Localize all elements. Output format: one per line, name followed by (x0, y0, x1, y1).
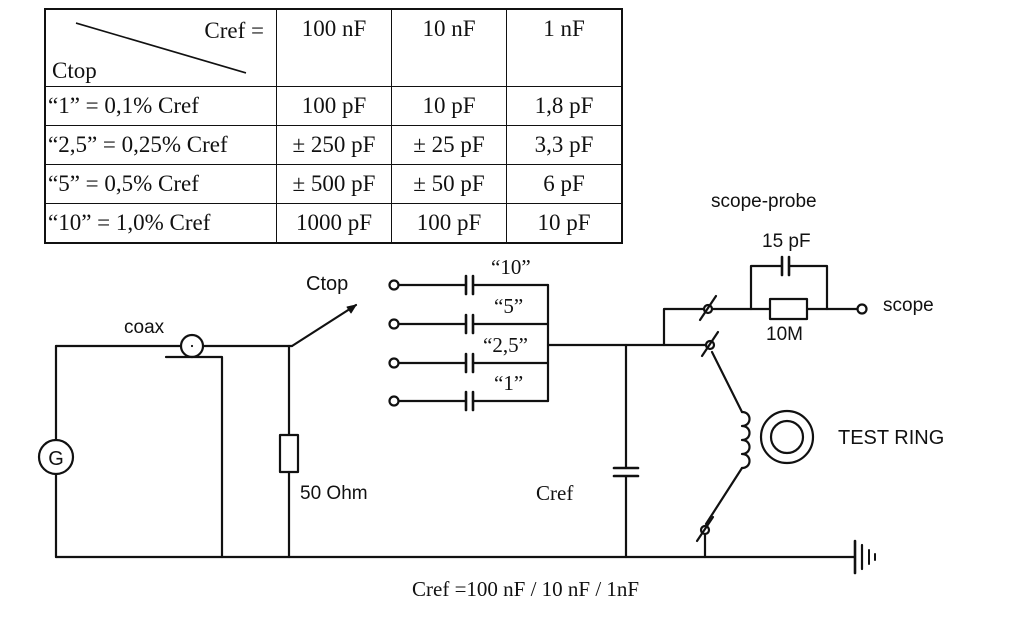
test-coil (704, 350, 751, 526)
termination-resistor: 50 Ohm (278, 344, 368, 559)
capacitor-bank: “10” “5” “2,5” “1” (388, 255, 550, 412)
probe-resistor-icon (768, 297, 809, 321)
test-ring: TEST RING (759, 409, 944, 465)
terminal-icon (388, 279, 400, 291)
table-cell: 1000 pF (276, 203, 392, 244)
cref-capacitor: Cref (536, 343, 640, 559)
table-row: “2,5” = 0,25% Cref ± 250 pF ± 25 pF 3,3 … (44, 125, 623, 165)
probe-cap-label: 15 pF (762, 231, 811, 252)
probe-res-label: 10M (766, 324, 803, 345)
footer-caption: Cref =100 nF / 10 nF / 1nF (412, 577, 639, 601)
table-cell: 6 pF (506, 164, 623, 204)
scope-probe: scope-probe 15 pF 10M scope (662, 191, 934, 347)
header-ctop-label: Ctop (52, 58, 97, 83)
test-ring-label: TEST RING (838, 427, 944, 449)
probe-wire (662, 307, 712, 347)
header-cref-label: Cref = (204, 18, 264, 43)
terminal-icon (388, 395, 400, 407)
header-col-10nf: 10 nF (391, 8, 507, 87)
resistor-icon (278, 433, 300, 474)
resistor-label: 50 Ohm (300, 483, 368, 504)
table-row: “10” = 1,0% Cref 1000 pF 100 pF 10 pF (44, 203, 623, 244)
capacitor-label: “2,5” (483, 333, 528, 357)
generator-icon (37, 438, 75, 476)
test-clips (695, 294, 720, 559)
row-label: “5” = 0,5% Cref (44, 164, 277, 204)
test-ring-icon (759, 409, 815, 465)
capacitor-label: “10” (491, 255, 531, 279)
scope-terminal-icon (856, 303, 868, 315)
table-row: “1” = 0,1% Cref 100 pF 10 pF 1,8 pF (44, 86, 623, 126)
table-cell: 1,8 pF (506, 86, 623, 126)
row-label: “1” = 0,1% Cref (44, 86, 277, 126)
ctop-switch: Ctop (290, 273, 358, 348)
table-cell: ± 50 pF (391, 164, 507, 204)
terminal-icon (388, 318, 400, 330)
table-cell: ± 25 pF (391, 125, 507, 165)
header-col-100nf: 100 nF (276, 8, 392, 87)
ctop-label: Ctop (306, 273, 348, 295)
row-label: “2,5” = 0,25% Cref (44, 125, 277, 165)
terminal-icon (388, 357, 400, 369)
table-cell: 100 pF (276, 86, 392, 126)
header-col-1nf: 1 nF (506, 8, 623, 87)
ground-icon (853, 539, 876, 575)
row-label: “10” = 1,0% Cref (44, 203, 277, 244)
table-cell: 3,3 pF (506, 125, 623, 165)
table-cell: 10 pF (506, 203, 623, 244)
capacitance-table: Cref = Ctop 100 nF 10 nF 1 nF “1” = 0,1%… (44, 8, 623, 244)
coax-shield-wire (164, 355, 224, 559)
table-cell: 10 pF (391, 86, 507, 126)
generator-label: G (48, 448, 64, 470)
coax-label: coax (124, 317, 165, 338)
table-row: “5” = 0,5% Cref ± 500 pF ± 50 pF 6 pF (44, 164, 623, 204)
header-diagonal-cell: Cref = Ctop (44, 8, 277, 87)
table-cell: ± 250 pF (276, 125, 392, 165)
table-cell: 100 pF (391, 203, 507, 244)
table-header-row: Cref = Ctop 100 nF 10 nF 1 nF (44, 8, 623, 87)
switch-arm (290, 303, 358, 348)
table-cell: ± 500 pF (276, 164, 392, 204)
diagonal-line (75, 22, 247, 74)
switch-arrow-icon (346, 304, 357, 314)
cref-label: Cref (536, 481, 573, 505)
probe-title: scope-probe (711, 191, 817, 212)
coax-cable: coax (54, 317, 294, 559)
scope-label: scope (883, 295, 934, 316)
capacitor-label: “5” (494, 294, 523, 318)
capacitor-label: “1” (494, 371, 523, 395)
coil-icon (740, 410, 751, 470)
generator: G (37, 344, 75, 559)
